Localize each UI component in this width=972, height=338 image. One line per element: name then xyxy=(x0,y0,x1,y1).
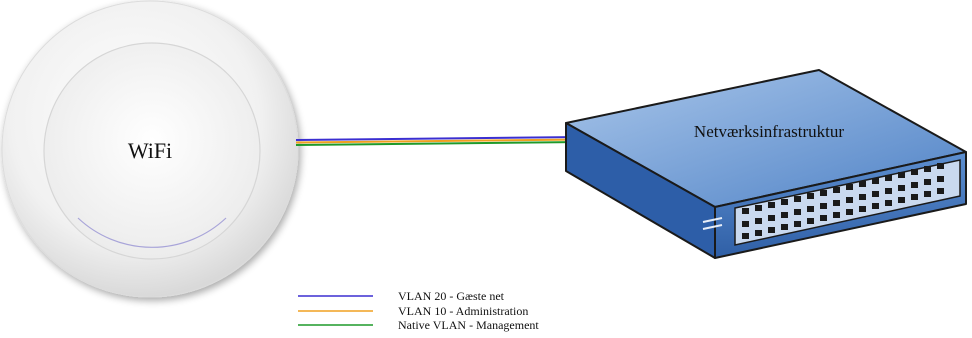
wire-vlan10 xyxy=(295,138,584,144)
switch-port xyxy=(898,197,905,203)
network-switch: Netværksinfrastruktur xyxy=(565,69,967,259)
switch-port xyxy=(820,203,827,209)
switch-port xyxy=(807,193,814,199)
legend-label: Native VLAN - Management xyxy=(398,318,539,332)
switch-label: Netværksinfrastruktur xyxy=(694,122,844,141)
switch-port xyxy=(885,175,892,181)
wire-native xyxy=(295,141,584,146)
switch-port xyxy=(807,218,814,224)
switch-port xyxy=(846,197,853,203)
switch-port xyxy=(742,208,749,214)
switch-port xyxy=(820,190,827,196)
switch-port xyxy=(820,215,827,221)
switch-port xyxy=(833,200,840,206)
switch-port xyxy=(859,181,866,187)
switch-port xyxy=(768,215,775,221)
switch-port xyxy=(781,224,788,230)
switch-port xyxy=(768,202,775,208)
switch-port xyxy=(742,233,749,239)
switch-port xyxy=(924,191,931,197)
cable xyxy=(295,136,584,146)
switch-port xyxy=(794,209,801,215)
access-point-label: WiFi xyxy=(128,138,172,163)
switch-port xyxy=(781,199,788,205)
switch-port xyxy=(755,218,762,224)
switch-port xyxy=(924,179,931,185)
access-point-status-light xyxy=(77,217,227,248)
switch-port xyxy=(911,194,918,200)
switch-ports xyxy=(742,163,944,239)
switch-port xyxy=(937,163,944,169)
switch-status-slot xyxy=(702,217,723,223)
switch-port xyxy=(911,182,918,188)
legend-item-native: Native VLAN - Management xyxy=(298,318,539,332)
switch-port xyxy=(768,227,775,233)
switch-port xyxy=(924,166,931,172)
switch-port xyxy=(755,230,762,236)
switch-port xyxy=(846,184,853,190)
switch-port xyxy=(833,187,840,193)
legend-label: VLAN 20 - Gæste net xyxy=(398,289,505,303)
switch-port xyxy=(794,221,801,227)
switch-port xyxy=(859,206,866,212)
switch-port xyxy=(781,212,788,218)
switch-port xyxy=(833,212,840,218)
switch-port xyxy=(859,194,866,200)
switch-port xyxy=(846,209,853,215)
legend-item-vlan20: VLAN 20 - Gæste net xyxy=(298,289,505,303)
legend-label: VLAN 10 - Administration xyxy=(398,304,528,318)
access-point-inner-ring xyxy=(43,42,261,260)
switch-status-slot xyxy=(702,224,723,230)
switch-port xyxy=(872,191,879,197)
wire-vlan20 xyxy=(295,136,584,141)
switch-port xyxy=(898,172,905,178)
switch-port xyxy=(937,188,944,194)
legend: VLAN 20 - Gæste net VLAN 10 - Administra… xyxy=(298,289,539,332)
switch-port xyxy=(755,205,762,211)
switch-port xyxy=(807,206,814,212)
switch-port xyxy=(872,203,879,209)
switch-port xyxy=(911,169,918,175)
access-point: WiFi xyxy=(1,0,299,298)
switch-port xyxy=(937,176,944,182)
switch-port xyxy=(898,185,905,191)
switch-port xyxy=(885,200,892,206)
switch-port xyxy=(794,196,801,202)
switch-port xyxy=(742,221,749,227)
switch-port xyxy=(872,178,879,184)
legend-item-vlan10: VLAN 10 - Administration xyxy=(298,304,528,318)
switch-port xyxy=(885,188,892,194)
